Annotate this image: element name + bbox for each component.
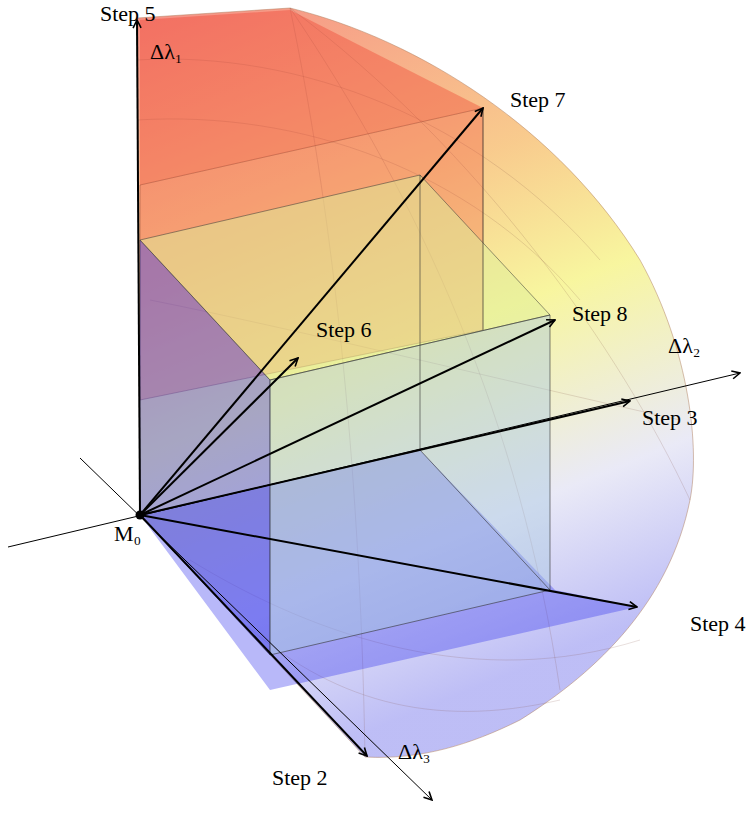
sphere-surface xyxy=(137,8,693,757)
axis-step-label: Step 6 xyxy=(316,318,372,342)
axis-step-label: Step 3 xyxy=(642,406,698,430)
axis-step-label: Step 5 xyxy=(100,2,156,26)
axis-step-label: Δλ₂ xyxy=(668,334,700,358)
cube-front xyxy=(270,315,550,655)
axis-step-label: Step 7 xyxy=(510,88,566,112)
axis-step-label: Step 2 xyxy=(272,766,328,790)
axis-step-label: Δλ₁ xyxy=(150,40,182,64)
origin-dot xyxy=(136,511,145,520)
axis-step-label: Δλ₃ xyxy=(398,740,430,764)
axis-step-label: Step 8 xyxy=(572,302,628,326)
red-top-face xyxy=(140,10,483,185)
axis-step-label: M₀ xyxy=(114,522,141,546)
axis-step-label: Step 4 xyxy=(690,612,746,636)
